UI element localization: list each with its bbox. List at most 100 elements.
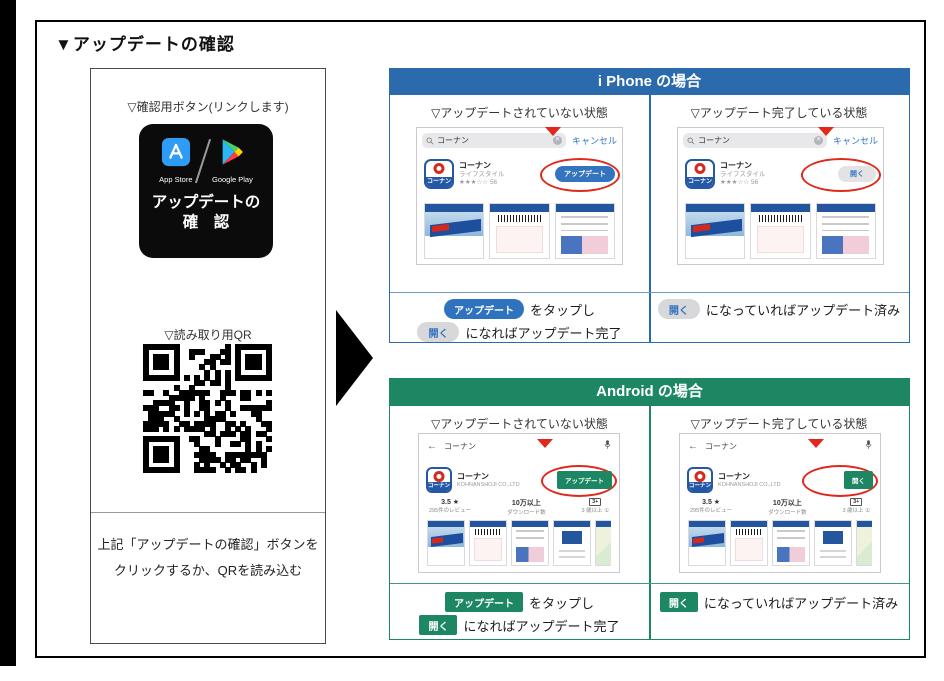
highlight-circle — [541, 465, 617, 497]
app-developer: KOHNANSHOJI CO.,LTD — [457, 481, 520, 488]
caption-text: になっていればアップデート済み — [703, 595, 899, 611]
screenshot-thumbnail — [595, 520, 611, 566]
app-meta: コーナン KOHNANSHOJI CO.,LTD — [457, 472, 520, 489]
screenshot-thumbnail — [688, 520, 726, 566]
search-icon — [687, 132, 695, 150]
screenshot-thumbnail — [554, 203, 615, 259]
app-category: ライフスタイル — [720, 170, 766, 178]
thumbnail-art — [686, 212, 745, 258]
update-check-badge-button[interactable]: App Store Google Play アップデートの 確 認 — [139, 124, 273, 258]
screenshot-thumbnail — [489, 203, 550, 259]
android-updated-header: ▽アップデート完了している状態 — [690, 417, 868, 431]
screenshot-thumbnail — [424, 203, 485, 259]
thumbnail-art — [512, 527, 548, 565]
appstore-screenshot-updated: コーナン ✕ キャンセル コーナン コーナン ライフスタイル ★★★☆☆ 56 … — [677, 127, 884, 265]
open-badge: 開く — [659, 592, 698, 612]
confirm-button-caption: ▽確認用ボタン(リンクします) — [127, 100, 289, 114]
column-divider — [649, 406, 651, 639]
android-caption-already: 開く になっていればアップデート済み — [651, 592, 907, 612]
rating-stat: 3.5 ★ 295件のレビュー — [429, 499, 472, 514]
app-screenshots — [427, 520, 611, 566]
iphone-not-updated-header: ▽アップデートされていない状態 — [431, 106, 608, 120]
caption-text: をタップし — [529, 302, 595, 318]
highlight-arrow-icon — [537, 439, 553, 466]
highlight-arrow-icon — [545, 127, 561, 154]
update-button: アップデート — [557, 471, 612, 489]
thumbnail-art — [490, 212, 549, 258]
screenshot-thumbnail — [814, 520, 852, 566]
playstore-screenshot-not-updated: ← コーナン コーナン コーナン KOHNANSHOJI CO.,LTD アップ… — [418, 433, 620, 573]
app-screenshots — [685, 203, 876, 259]
qr-caption: ▽読み取り用QR — [164, 328, 252, 342]
app-category: ライフスタイル — [459, 170, 505, 178]
qr-code — [143, 344, 272, 473]
app-listing-row: コーナン コーナン ライフスタイル ★★★☆☆ 56 アップデート — [424, 156, 620, 192]
search-query: コーナン — [444, 441, 476, 451]
appstore-screenshot-not-updated: コーナン ✕ キャンセル コーナン コーナン ライフスタイル ★★★☆☆ 56 … — [416, 127, 623, 265]
age-stat: 3+ 3 歳以上 ① — [581, 498, 609, 514]
left-box-divider — [91, 512, 325, 513]
thumbnail-art — [815, 527, 851, 565]
document-frame — [35, 20, 926, 658]
flow-arrow-icon — [336, 310, 373, 406]
column-divider — [649, 95, 651, 342]
screenshot-thumbnail — [427, 520, 465, 566]
downloads-stat: 10万以上 ダウンロード数 — [507, 500, 546, 516]
screenshot-thumbnail — [815, 203, 876, 259]
highlight-circle — [540, 158, 620, 192]
open-pill: 開く — [417, 322, 460, 342]
highlight-circle — [801, 158, 881, 192]
thumbnail-art — [689, 527, 725, 565]
google-play-column: Google Play — [212, 137, 253, 184]
playstore-search-row: ← コーナン — [427, 438, 611, 454]
konan-logo — [433, 471, 445, 482]
store-icons-row: App Store Google Play — [159, 137, 253, 184]
update-button: アップデート — [555, 166, 615, 182]
open-pill: 開く — [657, 299, 700, 319]
iphone-updated-header: ▽アップデート完了している状態 — [690, 106, 868, 120]
playstore-screenshot-updated: ← コーナン コーナン コーナン KOHNANSHOJI CO.,LTD 開く … — [679, 433, 881, 573]
badge-text-line2: 確 認 — [182, 214, 230, 232]
app-name: コーナン — [459, 160, 491, 170]
app-store-column: App Store — [159, 137, 193, 184]
app-name: コーナン — [457, 471, 489, 481]
app-screenshots — [688, 520, 872, 566]
caption-text: をタップし — [528, 595, 594, 611]
google-play-icon — [218, 137, 246, 172]
app-screenshots — [424, 203, 615, 259]
caption-text: になっていればアップデート済み — [705, 302, 901, 318]
konan-app-icon: コーナン — [685, 159, 715, 189]
konan-logo — [433, 163, 445, 174]
search-input: コーナン ✕ — [683, 133, 827, 148]
thumbnail-art — [731, 527, 767, 565]
cancel-button: キャンセル — [832, 136, 878, 146]
thumbnail-art — [751, 212, 810, 258]
iphone-caption-tap: アップデート をタップし — [390, 299, 649, 319]
page-title: ▼アップデートの確認 — [55, 35, 235, 54]
app-stats-row: 3.5 ★ 295件のレビュー 10万以上 ダウンロード数 3+ 3 歳以上 ① — [690, 498, 870, 520]
app-stats-row: 3.5 ★ 295件のレビュー 10万以上 ダウンロード数 3+ 3 歳以上 ① — [429, 498, 609, 520]
search-query: コーナン — [437, 136, 469, 145]
iphone-caption-done: 開く になればアップデート完了 — [390, 322, 649, 342]
konan-app-icon: コーナン — [687, 467, 713, 493]
caption-text: になればアップデート完了 — [465, 325, 622, 341]
thumbnail-art — [425, 212, 484, 258]
app-listing-row: コーナン コーナン ライフスタイル ★★★☆☆ 56 開く — [685, 156, 881, 192]
age-rating-icon: 3+ — [850, 498, 863, 506]
thumbnail-art — [470, 527, 506, 565]
screenshot-thumbnail — [685, 203, 746, 259]
badge-text: アップデートの 確 認 — [152, 193, 261, 233]
search-icon — [426, 132, 434, 150]
google-play-label: Google Play — [212, 175, 253, 184]
konan-logo — [694, 471, 706, 482]
screenshot-thumbnail — [469, 520, 507, 566]
android-caption-tap: アップデート をタップし — [390, 592, 649, 612]
app-name: コーナン — [720, 160, 752, 170]
android-panel: ▽アップデートされていない状態 ▽アップデート完了している状態 ← コーナン コ… — [389, 406, 910, 640]
app-meta: コーナン ライフスタイル ★★★☆☆ 56 — [459, 161, 505, 187]
search-query: コーナン — [705, 441, 737, 451]
thumbnail-art — [428, 527, 464, 565]
thumbnail-art — [555, 212, 614, 258]
iphone-panel: ▽アップデートされていない状態 ▽アップデート完了している状態 コーナン ✕ キ… — [389, 95, 910, 343]
konan-app-icon: コーナン — [426, 467, 452, 493]
